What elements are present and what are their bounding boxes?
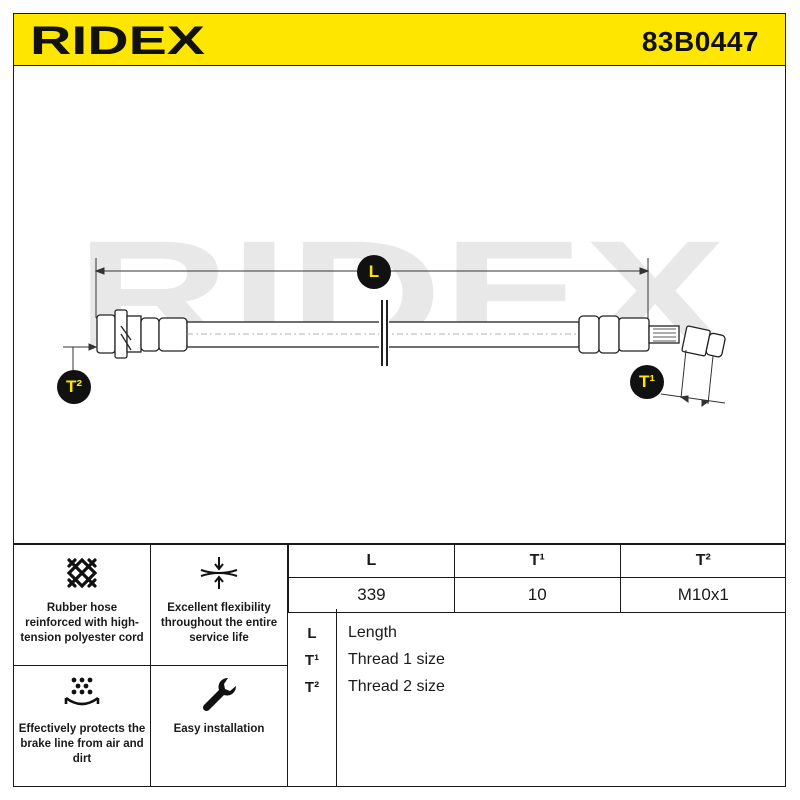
part-number: 83B0447 [641,26,759,57]
brand-logo-text: RIDEX [30,22,205,60]
brake-hose [96,300,726,366]
mesh-icon [65,553,99,593]
spec-header-row: L T¹ T² [288,545,786,578]
feature-text: Easy installation [173,723,265,735]
wrench-icon [200,674,238,714]
thread1-dimension [660,349,726,407]
header-bar: RIDEX 83B0447 [13,13,786,66]
info-panel: Rubber hose reinforced with high-tension… [13,544,786,787]
spec-value-l: 339 [288,577,455,613]
thread1-badge: T¹ [630,365,664,399]
legend-row-t1: T¹ Thread 1 size [288,648,445,672]
feature-protection: Effectively protects the brake line from… [14,666,151,787]
thread2-badge: T² [57,370,91,404]
legend-key: T² [304,678,320,696]
feature-flexibility: Excellent flexibility throughout the ent… [151,545,288,666]
feature-text: Effectively protects the brake line from… [18,723,146,765]
spec-header-l: L [288,545,455,578]
brand-logo: RIDEX [30,22,205,60]
legend-label: Thread 2 size [348,678,445,695]
legend: L Length T¹ Thread 1 size T² Thread 2 si… [288,609,786,787]
legend-row-l: L Length [288,621,397,645]
spec-header-t2: T² [619,545,786,578]
feature-reinforced-hose: Rubber hose reinforced with high-tension… [14,545,151,666]
legend-key: L [307,624,317,642]
spec-value-row: 339 10 M10x1 [288,577,786,613]
feature-installation: Easy installation [151,666,288,787]
legend-label: Length [348,624,397,641]
spec-value-t1: 10 [453,577,621,613]
spec-header-t1: T¹ [453,545,621,578]
legend-label: Thread 1 size [348,651,445,668]
spec-table: L T¹ T² 339 10 M10x1 [288,545,786,613]
technical-drawing: RIDEX [13,66,786,544]
dimension-l-badge: L [357,255,391,289]
legend-row-t2: T² Thread 2 size [288,675,445,699]
feature-text: Excellent flexibility throughout the ent… [160,602,278,644]
spec-value-t2: M10x1 [619,577,786,613]
shield-dots-icon [62,674,102,714]
feature-text: Rubber hose reinforced with high-tension… [20,602,144,644]
watermark: RIDEX [76,209,726,377]
hose-drawing: RIDEX [63,209,726,407]
legend-key: T¹ [304,651,320,669]
legend-divider [336,609,337,787]
flex-arrows-icon [199,553,239,593]
